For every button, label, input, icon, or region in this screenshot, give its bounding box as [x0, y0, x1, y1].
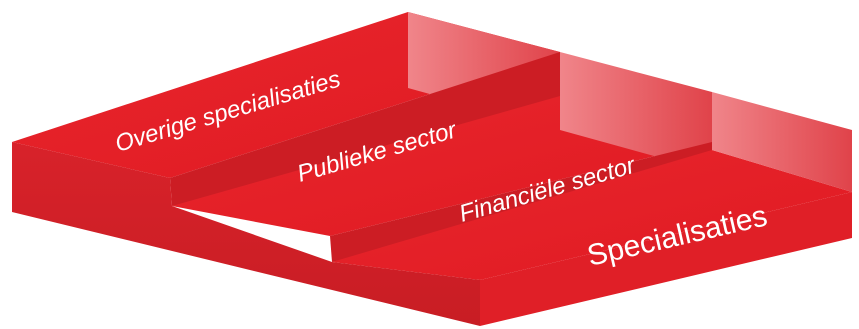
layer-2-step-face [170, 52, 560, 206]
layer-publieke-sector [170, 52, 712, 236]
layer-3-right-wall [712, 92, 852, 192]
base-right-front-face [480, 192, 852, 326]
layer-3-top-face [332, 150, 852, 280]
base-left-front-face [12, 142, 480, 326]
layer-2-right-wall [560, 52, 712, 172]
layer-financiele-sector [330, 92, 852, 280]
layer-3-step-face [330, 142, 712, 262]
layer-specialisaties-base [12, 142, 852, 326]
